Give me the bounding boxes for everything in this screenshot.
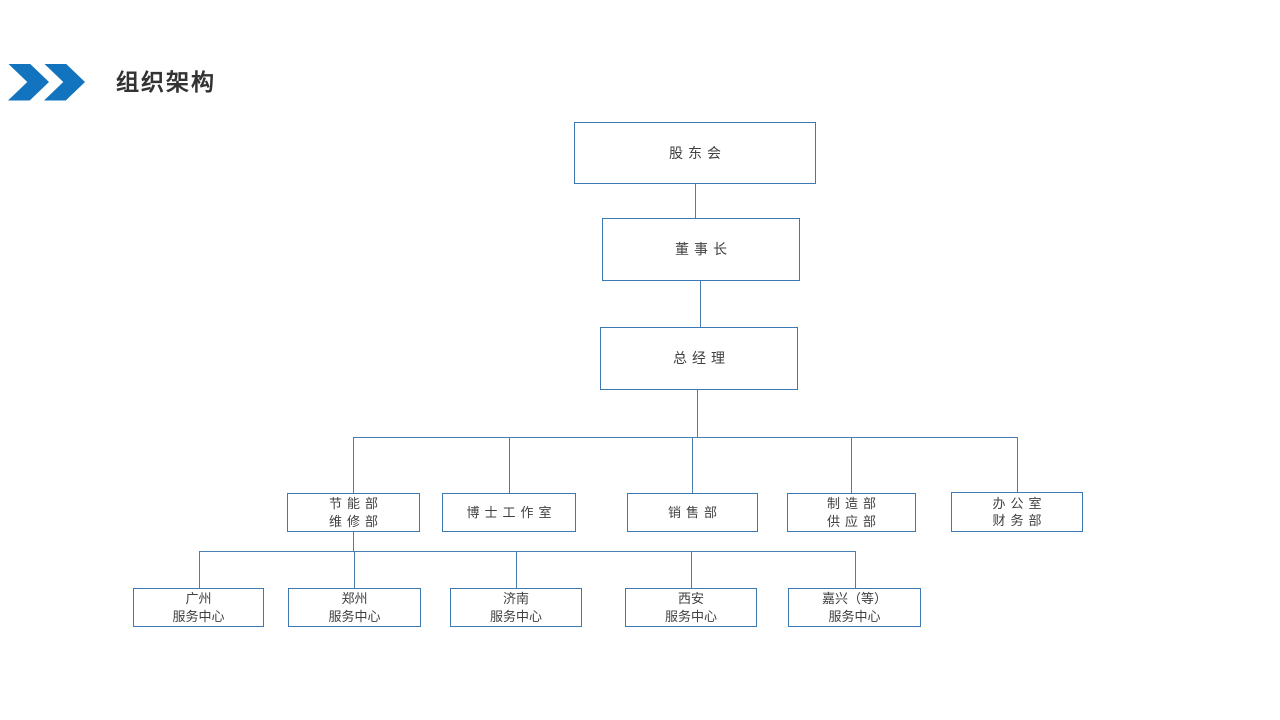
org-node-label: 股东会 xyxy=(669,144,726,161)
org-node-label: 广州 xyxy=(185,591,212,607)
org-node-label: 供应部 xyxy=(826,513,881,529)
org-node-general-manager: 总经理 xyxy=(600,327,798,390)
org-node-office-finance-dept: 办公室财务部 xyxy=(951,492,1083,532)
org-node-label: 制造部 xyxy=(826,496,881,512)
org-node-label: 董事长 xyxy=(675,241,732,258)
org-node-label: 济南 xyxy=(502,591,529,607)
connector-line-vertical xyxy=(692,437,694,493)
org-node-label: 博士工作室 xyxy=(466,504,557,520)
org-node-jiaxing-service-center: 嘉兴（等）服务中心 xyxy=(788,588,921,627)
connector-line-vertical xyxy=(695,184,697,218)
org-node-chairman: 董事长 xyxy=(602,218,800,281)
connector-line-vertical xyxy=(691,551,693,588)
slide-header: 组织架构 xyxy=(8,62,216,102)
org-node-label: 服务中心 xyxy=(489,608,542,624)
connector-line-vertical xyxy=(700,281,702,327)
org-node-label: 嘉兴（等） xyxy=(821,591,887,607)
org-node-sales-dept: 销售部 xyxy=(627,493,758,532)
connector-line-horizontal xyxy=(199,551,855,553)
org-node-xian-service-center: 西安服务中心 xyxy=(625,588,757,627)
org-node-label: 财务部 xyxy=(992,513,1047,528)
org-node-label: 服务中心 xyxy=(828,608,881,624)
connector-line-vertical xyxy=(851,437,853,493)
page-title: 组织架构 xyxy=(116,68,216,95)
org-node-label: 西安 xyxy=(677,591,704,607)
connector-line-vertical xyxy=(353,532,355,551)
connector-line-vertical xyxy=(697,390,699,437)
org-node-label: 总经理 xyxy=(673,350,730,367)
org-node-label: 节能部 xyxy=(328,496,383,512)
connector-line-vertical xyxy=(509,437,511,493)
double-chevron-icon xyxy=(8,63,85,101)
org-node-energy-maintenance-dept: 节能部维修部 xyxy=(287,493,420,532)
org-node-guangzhou-service-center: 广州服务中心 xyxy=(133,588,264,627)
org-node-label: 维修部 xyxy=(328,513,383,529)
org-node-shareholders-meeting: 股东会 xyxy=(574,122,816,184)
org-node-manufacturing-supply-dept: 制造部供应部 xyxy=(787,493,916,532)
connector-line-vertical xyxy=(1017,437,1019,492)
connector-line-vertical xyxy=(516,551,518,588)
org-node-label: 郑州 xyxy=(341,591,368,607)
org-node-doctor-studio: 博士工作室 xyxy=(442,493,576,532)
org-node-jinan-service-center: 济南服务中心 xyxy=(450,588,582,627)
connector-line-vertical xyxy=(354,551,356,588)
connector-line-vertical xyxy=(199,551,201,588)
org-node-zhengzhou-service-center: 郑州服务中心 xyxy=(288,588,421,627)
connector-line-vertical xyxy=(855,551,857,588)
org-node-label: 服务中心 xyxy=(664,608,717,624)
org-node-label: 销售部 xyxy=(667,504,722,520)
org-node-label: 服务中心 xyxy=(328,608,381,624)
org-node-label: 办公室 xyxy=(992,495,1047,511)
connector-line-horizontal xyxy=(353,437,1017,439)
connector-line-vertical xyxy=(353,437,355,493)
org-node-label: 服务中心 xyxy=(172,608,225,624)
